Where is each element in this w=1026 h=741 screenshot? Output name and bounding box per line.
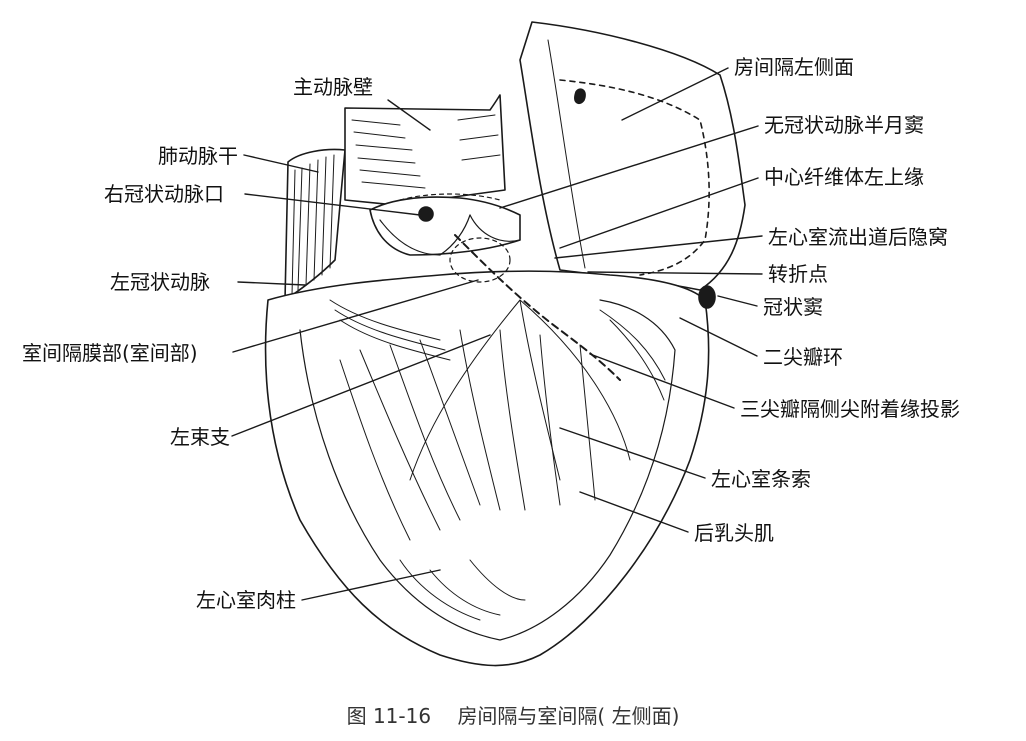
label-left-coronary-artery: 左冠状动脉 bbox=[110, 270, 210, 294]
label-lvot-recess: 左心室流出道后隐窝 bbox=[768, 225, 948, 249]
label-aorta-wall: 主动脉壁 bbox=[293, 75, 373, 99]
label-turning-point: 转折点 bbox=[768, 262, 828, 286]
label-tricuspid-projection: 三尖瓣隔侧尖附着缘投影 bbox=[740, 397, 960, 421]
aortic-wall-shape bbox=[344, 94, 506, 206]
label-atrial-septum-left: 房间隔左侧面 bbox=[734, 55, 854, 79]
caption-number: 图 11-16 bbox=[346, 704, 432, 728]
label-right-coronary-ostium: 右冠状动脉口 bbox=[104, 182, 224, 206]
aortic-valve-region bbox=[369, 193, 521, 283]
label-left-chordae: 左心室条索 bbox=[711, 467, 811, 491]
label-coronary-sinus: 冠状窦 bbox=[763, 295, 823, 319]
label-pulmonary-trunk: 肺动脉干 bbox=[158, 144, 238, 168]
coronary-sinus-mark bbox=[698, 285, 716, 309]
label-mitral-annulus: 二尖瓣环 bbox=[763, 345, 843, 369]
ventricle-inner bbox=[299, 299, 676, 641]
label-central-fibrous-body: 中心纤维体左上缘 bbox=[764, 165, 924, 189]
label-membranous-septum: 室间隔膜部(室间部) bbox=[22, 341, 198, 365]
label-left-trabeculae: 左心室肉柱 bbox=[196, 588, 296, 612]
caption-title: 房间隔与室间隔( 左侧面) bbox=[457, 704, 680, 728]
label-noncoronary-sinus: 无冠状动脉半月窦 bbox=[764, 113, 924, 137]
figure-caption: 图 11-16 房间隔与室间隔( 左侧面) bbox=[0, 700, 1026, 729]
pulmonary-trunk-shape bbox=[284, 148, 346, 301]
label-left-bundle-branch: 左束支 bbox=[170, 425, 230, 449]
leader-lines bbox=[231, 67, 763, 601]
heart-outline bbox=[264, 270, 710, 667]
label-posterior-papillary: 后乳头肌 bbox=[694, 521, 774, 545]
atrial-septum-flap bbox=[519, 21, 746, 291]
tricuspid-projection-line bbox=[454, 234, 621, 381]
